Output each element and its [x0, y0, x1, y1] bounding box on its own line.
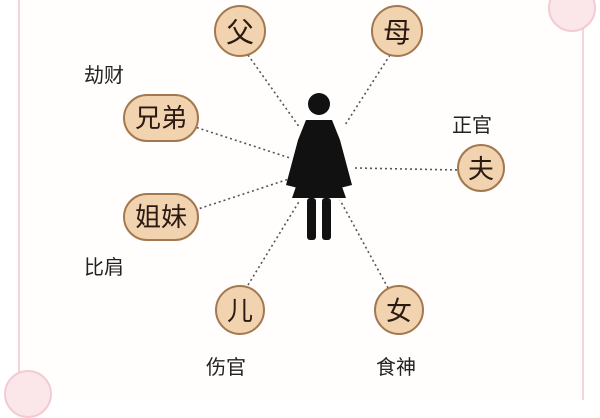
node-nv: 女 [374, 285, 424, 335]
connector-jiemei [194, 177, 293, 211]
diagram-frame: 父 母 兄弟 姐妹 夫 儿 女 劫财 比肩 正官 伤官 [4, 0, 596, 418]
connector-xiongdi [191, 125, 291, 159]
connector-er [247, 199, 301, 286]
relationship-diagram: 父 母 兄弟 姐妹 夫 儿 女 劫财 比肩 正官 伤官 [84, 5, 505, 379]
node-xiongdi: 兄弟 [123, 94, 199, 142]
node-jiemei-label: 姐妹 [135, 203, 187, 233]
connector-zhangfu [354, 167, 459, 171]
node-fu: 父 [214, 5, 266, 57]
node-nv-label: 女 [386, 297, 412, 327]
connector-fu [247, 54, 301, 129]
node-mu: 母 [371, 5, 423, 57]
label-bijian: 比肩 [84, 255, 124, 279]
node-zhangfu-label: 夫 [468, 155, 494, 185]
node-er: 儿 [215, 285, 265, 335]
connector-mu [344, 54, 391, 126]
connector-nv [339, 199, 389, 289]
node-jiemei: 姐妹 [123, 193, 199, 241]
node-fu-label: 父 [226, 16, 254, 49]
node-zhangfu: 夫 [457, 144, 505, 192]
node-mu-label: 母 [383, 16, 411, 49]
node-xiongdi-label: 兄弟 [135, 104, 187, 134]
label-shangguan: 伤官 [206, 355, 246, 379]
node-er-label: 儿 [227, 297, 253, 327]
label-zhengguan: 正官 [452, 113, 492, 137]
diagram-page [4, 0, 596, 418]
label-jiecai: 劫财 [84, 63, 124, 87]
label-shishen: 食神 [376, 355, 416, 379]
woman-figure-icon [286, 93, 352, 240]
